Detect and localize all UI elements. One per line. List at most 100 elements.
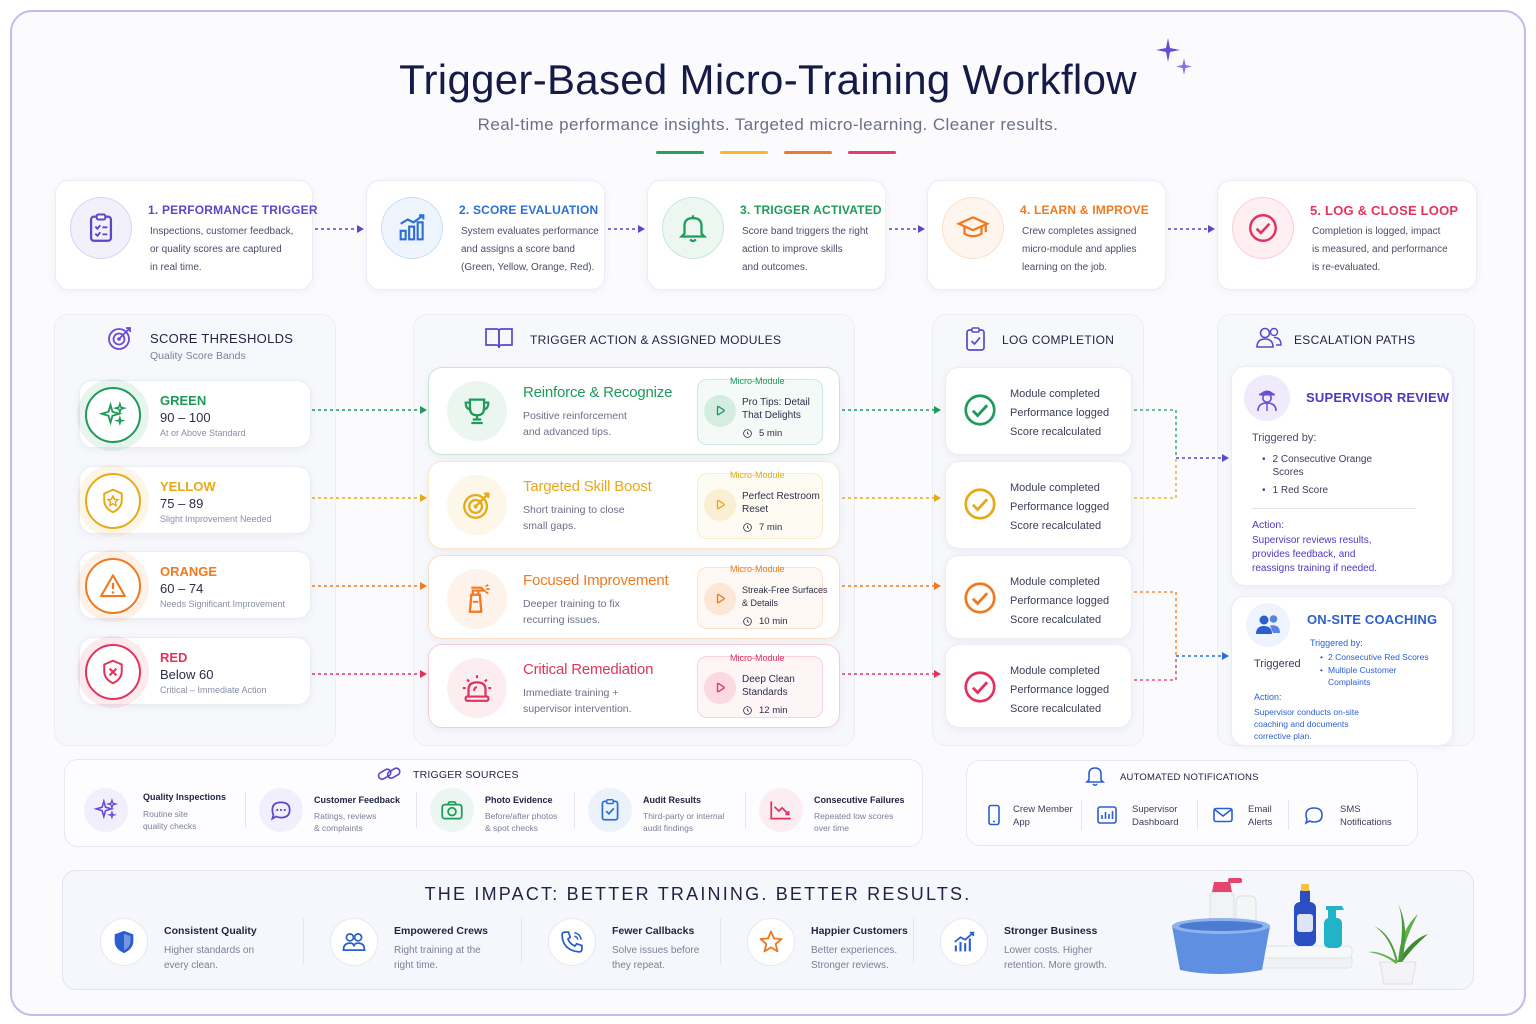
play-icon[interactable] (704, 672, 736, 704)
step-title: 5. LOG & CLOSE LOOP (1310, 203, 1459, 218)
step-description-line: (Green, Yellow, Orange, Red). (461, 262, 595, 273)
source-description-line: Ratings, reviews (314, 811, 377, 821)
phone-icon[interactable] (980, 800, 1008, 830)
band-range: Below 60 (160, 667, 214, 682)
module-title-line: Standards (742, 687, 788, 698)
clipboard-check-icon (966, 327, 985, 351)
step-title: 3. TRIGGER ACTIVATED (740, 203, 882, 217)
action-title: Focused Improvement (523, 572, 669, 589)
source-title: Audit Results (643, 795, 702, 805)
check-circle-icon (1232, 197, 1294, 259)
source-description: Before/after photos& spot checks (485, 810, 557, 834)
step-title: 4. LEARN & IMPROVE (1020, 203, 1149, 217)
notifications-title: AUTOMATED NOTIFICATIONS (1120, 772, 1259, 783)
source-description-line: quality checks (143, 821, 197, 831)
notification-label-line: Supervisor (1132, 804, 1178, 815)
log-completion-card[interactable] (945, 555, 1132, 639)
log-line: Performance logged (1010, 407, 1110, 419)
divider (245, 792, 246, 828)
clipboard-icon (70, 197, 132, 259)
band-range: 75 – 89 (160, 496, 204, 511)
log-title: LOG COMPLETION (1002, 333, 1115, 347)
trophy-icon (447, 381, 507, 441)
divider (1081, 800, 1082, 830)
accent-bar-red (848, 151, 896, 154)
source-description-line: & complaints (314, 823, 363, 833)
action-card[interactable] (428, 644, 840, 728)
notification-label-line: SMS (1340, 804, 1361, 815)
target-icon (447, 475, 507, 535)
supervisor-title: SUPERVISOR REVIEW (1306, 390, 1450, 405)
source-title: Customer Feedback (314, 795, 401, 805)
module-title-line: Deep Clean (742, 674, 795, 685)
action-card[interactable] (428, 367, 840, 455)
actions-title: TRIGGER ACTION & ASSIGNED MODULES (530, 333, 782, 347)
dashboard-icon[interactable] (1093, 800, 1121, 830)
band-name: ORANGE (160, 564, 218, 579)
coaching-bullets: •2 Consecutive Red Scores •Multiple Cust… (1320, 652, 1429, 687)
clipboard-check-icon (588, 788, 632, 832)
play-icon[interactable] (704, 489, 736, 521)
spray-bottle-icon (447, 569, 507, 629)
step-description-line: Crew completes assigned (1022, 226, 1137, 237)
log-line: Score recalculated (1010, 703, 1102, 715)
step-description-line: and outcomes. (742, 262, 808, 273)
module-title-line: Streak-Free Surfaces (742, 585, 828, 595)
action-card[interactable] (428, 461, 840, 549)
play-icon[interactable] (704, 395, 736, 427)
module-duration: 7 min (759, 522, 783, 533)
sms-icon[interactable] (1300, 800, 1328, 830)
impact-item-title: Empowered Crews (394, 925, 488, 937)
log-line: Module completed (1010, 665, 1100, 677)
log-completion-card[interactable] (945, 461, 1132, 549)
log-line: Score recalculated (1010, 520, 1102, 532)
action-description-line: Deeper training to fix (523, 598, 620, 610)
email-icon[interactable] (1209, 800, 1237, 830)
band-note: Needs Significant Improvement (160, 599, 286, 609)
action-description-line: recurring issues. (523, 614, 601, 626)
play-icon[interactable] (704, 583, 736, 615)
check-circle-icon (961, 668, 999, 706)
check-circle-icon (961, 579, 999, 617)
supervisor-triggered-label: Triggered by: (1252, 432, 1317, 444)
thresholds-subtitle: Quality Score Bands (150, 350, 246, 362)
action-description-line: Short training to close (523, 504, 625, 516)
log-completion-card[interactable] (945, 644, 1132, 728)
x-shield-icon (85, 644, 141, 700)
log-completion-card[interactable] (945, 367, 1132, 455)
action-card[interactable] (428, 555, 840, 639)
sparkle-icon (1156, 38, 1192, 75)
divider (416, 792, 417, 828)
log-line: Score recalculated (1010, 426, 1102, 438)
action-description: Deeper training to fix recurring issues. (523, 596, 620, 628)
band-name: GREEN (160, 393, 207, 408)
log-line: Performance logged (1010, 595, 1110, 607)
divider (303, 918, 304, 964)
page-subtitle: Real-time performance insights. Targeted… (477, 115, 1059, 134)
module-title-line: Reset (742, 504, 769, 515)
sources-title: TRIGGER SOURCES (413, 769, 519, 781)
supervisor-bullets: •2 Consecutive Orange Scores •1 Red Scor… (1262, 454, 1373, 496)
micro-module-label: Micro-Module (730, 470, 785, 480)
coaching-side-label: Triggered (1254, 658, 1301, 670)
coaching-bullet: Multiple Customer Complaints (1327, 665, 1397, 687)
supervisor-bullet: 2 Consecutive Orange Scores (1272, 454, 1373, 478)
source-title: Photo Evidence (485, 795, 553, 805)
step-description-line: action to improve skills (742, 244, 843, 255)
chat-bubble-icon (259, 788, 303, 832)
clock-icon (742, 522, 753, 533)
action-title: Critical Remediation (523, 661, 654, 678)
